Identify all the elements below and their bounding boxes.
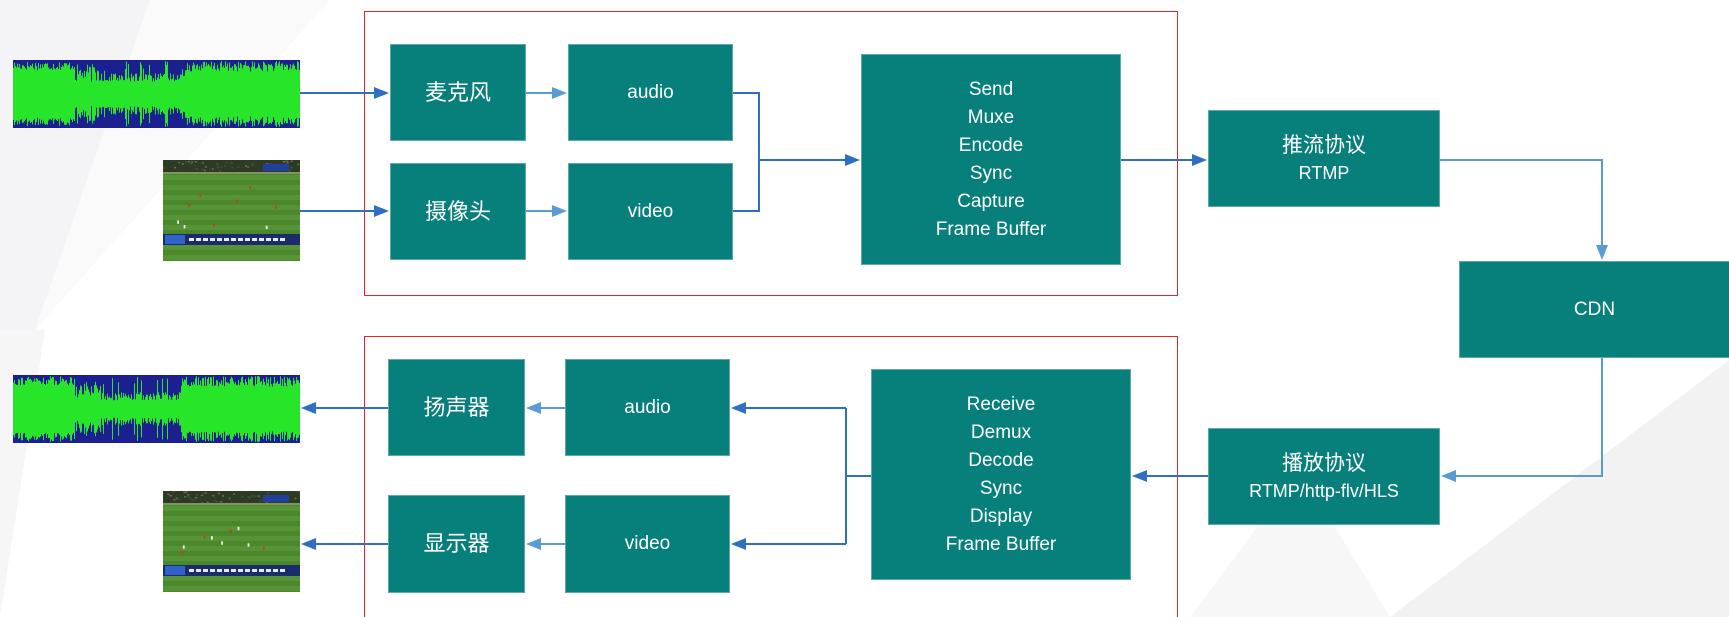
background-shape: [0, 330, 45, 617]
push-pipeline-frame: [364, 11, 1178, 296]
pipeline-step: Sync: [969, 162, 1013, 184]
video-frame-thumbnail: [163, 160, 300, 261]
pipeline-step: Capture: [957, 190, 1025, 212]
speaker-label: 扬声器: [423, 394, 490, 420]
display-label: 显示器: [423, 531, 490, 556]
camera-box: 摄像头: [390, 163, 526, 260]
audio-waveform-image: [13, 60, 300, 128]
pipeline-step: Frame Buffer: [945, 533, 1057, 555]
cdn-box: CDN: [1459, 261, 1729, 358]
pipeline-step: Demux: [970, 421, 1032, 443]
pipeline-step: Sync: [979, 477, 1023, 499]
video-label: video: [627, 200, 674, 222]
pipeline-step: Encode: [958, 134, 1024, 156]
speaker-box: 扬声器: [388, 359, 525, 456]
video-frame-thumbnail: [163, 491, 300, 592]
microphone-box: 麦克风: [390, 44, 526, 141]
video-capture-box: video: [568, 163, 733, 260]
pipeline-step: Display: [969, 505, 1033, 527]
audio-waveform-image: [13, 375, 300, 443]
play-protocol-detail: RTMP/http-flv/HLS: [1249, 480, 1399, 501]
audio-label: audio: [627, 81, 674, 103]
audio-capture-box: audio: [568, 44, 733, 141]
push-protocol-title: 推流协议: [1282, 133, 1366, 157]
arrow-cdn-to-play-protocol: [1441, 358, 1603, 482]
display-box: 显示器: [388, 495, 525, 593]
audio-output-box: audio: [565, 359, 730, 456]
push-processing-box: Send Muxe Encode Sync Capture Frame Buff…: [861, 54, 1121, 265]
background-shape: [0, 0, 150, 330]
pipeline-step: Receive: [966, 393, 1036, 415]
video-label: video: [624, 533, 671, 554]
play-processing-box: Receive Demux Decode Sync Display Frame …: [871, 369, 1131, 580]
push-protocol-detail: RTMP: [1298, 162, 1350, 183]
play-protocol-box: 播放协议 RTMP/http-flv/HLS: [1208, 428, 1440, 525]
audio-label: audio: [624, 396, 671, 418]
push-protocol-box: 推流协议 RTMP: [1208, 110, 1440, 207]
pipeline-step: Muxe: [967, 106, 1015, 128]
microphone-label: 麦克风: [424, 79, 491, 105]
arrow-push-protocol-to-cdn: [1440, 159, 1608, 260]
video-output-box: video: [565, 495, 730, 593]
play-protocol-title: 播放协议: [1282, 451, 1366, 475]
pipeline-step: Decode: [968, 449, 1034, 471]
pipeline-step: Frame Buffer: [935, 218, 1047, 240]
cdn-label: CDN: [1573, 298, 1616, 320]
background-shape: [1390, 360, 1729, 617]
camera-label: 摄像头: [424, 198, 491, 224]
pipeline-step: Send: [968, 78, 1014, 100]
